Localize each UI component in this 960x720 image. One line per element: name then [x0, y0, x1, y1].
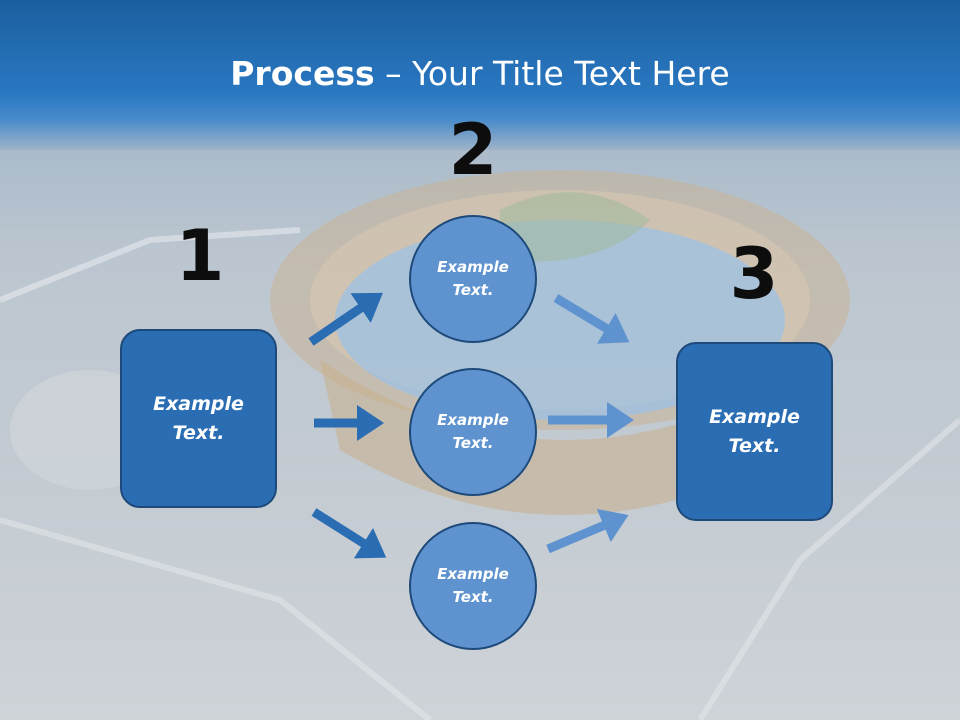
circle-middle: Example Text. — [409, 368, 537, 496]
arrow-to-top-circle — [308, 292, 383, 346]
arrow-from-top-circle — [553, 294, 630, 344]
start-box-text: Example Text. — [153, 392, 244, 444]
step-number-1: 1 — [175, 215, 225, 297]
arrow-to-bottom-circle — [311, 508, 387, 559]
end-box-text: Example Text. — [709, 405, 800, 457]
start-box: Example Text. — [120, 329, 277, 508]
arrow-from-bottom-circle — [546, 508, 629, 554]
circle-middle-text: Example Text. — [437, 411, 509, 452]
step-number-3: 3 — [729, 233, 779, 315]
circle-bottom-text: Example Text. — [437, 565, 509, 606]
title-bold: Process — [230, 54, 375, 93]
circle-top-text: Example Text. — [437, 258, 509, 299]
circle-bottom: Example Text. — [409, 522, 537, 650]
slide-title: Process – Your Title Text Here — [0, 52, 960, 96]
end-box: Example Text. — [676, 342, 833, 521]
circle-top: Example Text. — [409, 215, 537, 343]
step-number-2: 2 — [448, 109, 498, 191]
title-rest: – Your Title Text Here — [374, 54, 730, 93]
